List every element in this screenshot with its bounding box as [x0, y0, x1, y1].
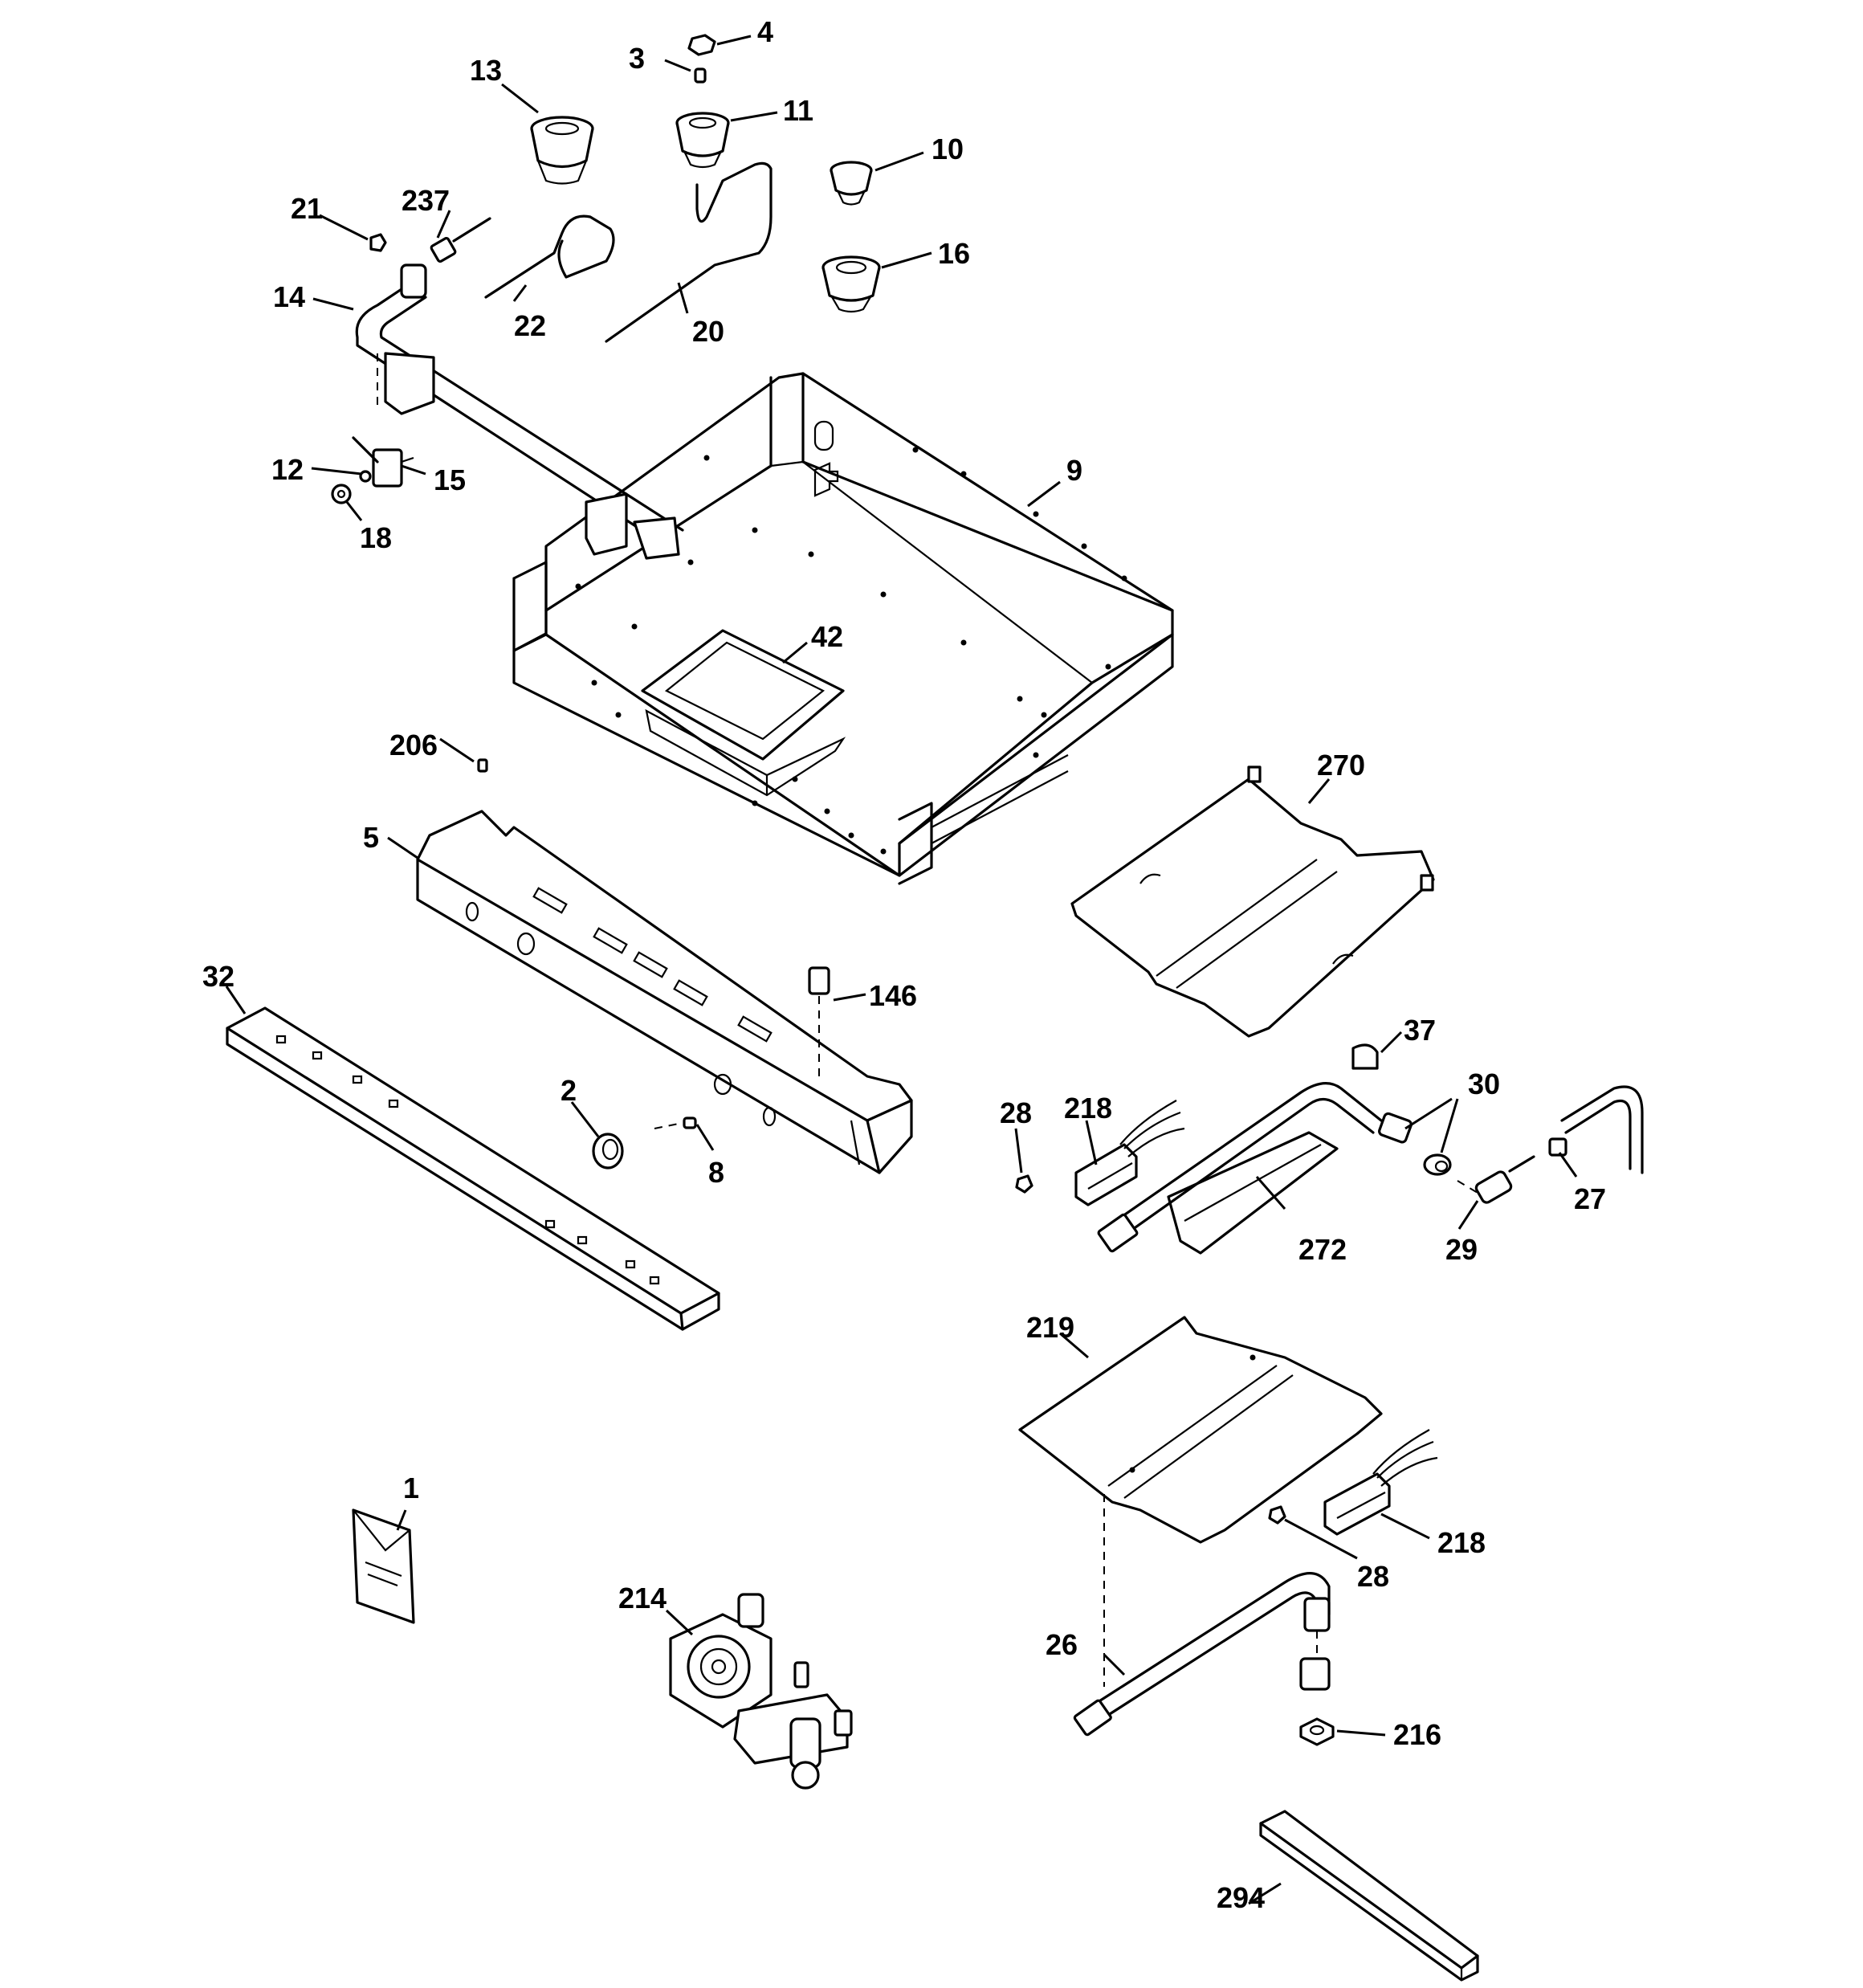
label-206: 206 — [389, 729, 438, 761]
part-237-orifice[interactable] — [430, 217, 491, 263]
part-294-angle-bracket[interactable] — [1259, 1810, 1479, 1982]
label-214: 214 — [618, 1582, 667, 1614]
label-30: 30 — [1468, 1067, 1500, 1100]
label-13: 13 — [470, 54, 502, 87]
label-32: 32 — [202, 960, 234, 993]
part-22-tube[interactable] — [484, 214, 615, 299]
label-146: 146 — [869, 979, 917, 1012]
label-3: 3 — [629, 42, 645, 75]
label-270: 270 — [1317, 749, 1365, 782]
label-22: 22 — [514, 309, 546, 342]
label-21: 21 — [291, 192, 323, 225]
part-29-orifice[interactable] — [1457, 1155, 1535, 1204]
part-206-screw[interactable] — [477, 758, 488, 773]
part-15-valve[interactable] — [352, 436, 414, 488]
part-9-burner-box[interactable] — [512, 372, 1174, 885]
part-28-screw-lower[interactable] — [1268, 1505, 1286, 1525]
part-30-air-shutter[interactable] — [1378, 1112, 1452, 1176]
part-16-burner-head[interactable] — [821, 255, 881, 313]
part-12-screw[interactable] — [359, 470, 372, 483]
part-146-clip[interactable] — [808, 966, 830, 1080]
label-219: 219 — [1026, 1311, 1074, 1344]
label-26: 26 — [1046, 1628, 1078, 1661]
part-270-baffle[interactable] — [1070, 765, 1435, 1038]
part-272-burner-bracket[interactable] — [1167, 1131, 1339, 1255]
part-14-manifold-pipe[interactable] — [355, 263, 684, 560]
part-32-trim-strip[interactable] — [226, 1006, 720, 1331]
label-16: 16 — [938, 237, 970, 270]
label-2: 2 — [561, 1074, 577, 1107]
label-237: 237 — [402, 184, 450, 217]
part-8-screw[interactable] — [654, 1116, 697, 1129]
part-11-burner-head[interactable] — [675, 112, 730, 169]
part-5-manifold-panel[interactable] — [416, 810, 913, 1174]
label-37: 37 — [1404, 1014, 1436, 1047]
label-1: 1 — [403, 1472, 419, 1504]
part-37-spacer[interactable] — [1351, 1043, 1379, 1070]
label-28-upper: 28 — [1000, 1096, 1032, 1129]
part-27-supply-tube[interactable] — [1548, 1085, 1644, 1174]
label-294: 294 — [1217, 1881, 1265, 1914]
label-5: 5 — [363, 821, 379, 854]
part-214-regulator-assembly[interactable] — [669, 1593, 853, 1790]
part-42-opening-frame[interactable] — [641, 629, 846, 797]
label-20: 20 — [692, 315, 724, 348]
label-4: 4 — [757, 15, 773, 48]
label-27: 27 — [1574, 1182, 1606, 1215]
label-272: 272 — [1298, 1233, 1347, 1266]
part-20-tube[interactable] — [605, 161, 773, 343]
label-28-lower: 28 — [1357, 1560, 1389, 1593]
label-12: 12 — [271, 453, 304, 486]
label-42: 42 — [811, 620, 843, 653]
part-10-burner-head[interactable] — [830, 161, 873, 206]
label-218-lower: 218 — [1437, 1526, 1486, 1559]
label-8: 8 — [708, 1156, 724, 1189]
part-218-igniter-upper[interactable] — [1074, 1100, 1185, 1206]
part-1-literature-envelope[interactable] — [352, 1508, 415, 1624]
part-26-lower-burner[interactable] — [1073, 1572, 1331, 1737]
callout-labels: 13 3 4 11 10 237 21 16 14 22 20 12 15 9 … — [202, 15, 1606, 1914]
part-3-screw[interactable] — [694, 67, 707, 84]
label-18: 18 — [360, 521, 392, 554]
part-216-nut[interactable] — [1299, 1717, 1335, 1746]
part-13-burner-head[interactable] — [530, 116, 594, 185]
label-218-upper: 218 — [1064, 1092, 1112, 1125]
part-218-igniter-lower[interactable] — [1323, 1429, 1438, 1536]
label-10: 10 — [932, 133, 964, 165]
leader-lines — [225, 35, 1578, 1905]
part-28-screw-upper[interactable] — [1015, 1174, 1033, 1194]
part-4-nut[interactable] — [687, 34, 716, 56]
label-15: 15 — [434, 463, 466, 496]
label-11: 11 — [783, 94, 813, 127]
label-9: 9 — [1066, 454, 1082, 487]
oven-burner-tube[interactable] — [1097, 1082, 1383, 1253]
label-216: 216 — [1393, 1718, 1441, 1751]
part-18-nut[interactable] — [331, 484, 352, 504]
part-21-fitting[interactable] — [369, 233, 387, 252]
part-2-knob[interactable] — [592, 1133, 624, 1170]
label-14: 14 — [273, 280, 305, 313]
label-29: 29 — [1445, 1233, 1478, 1266]
